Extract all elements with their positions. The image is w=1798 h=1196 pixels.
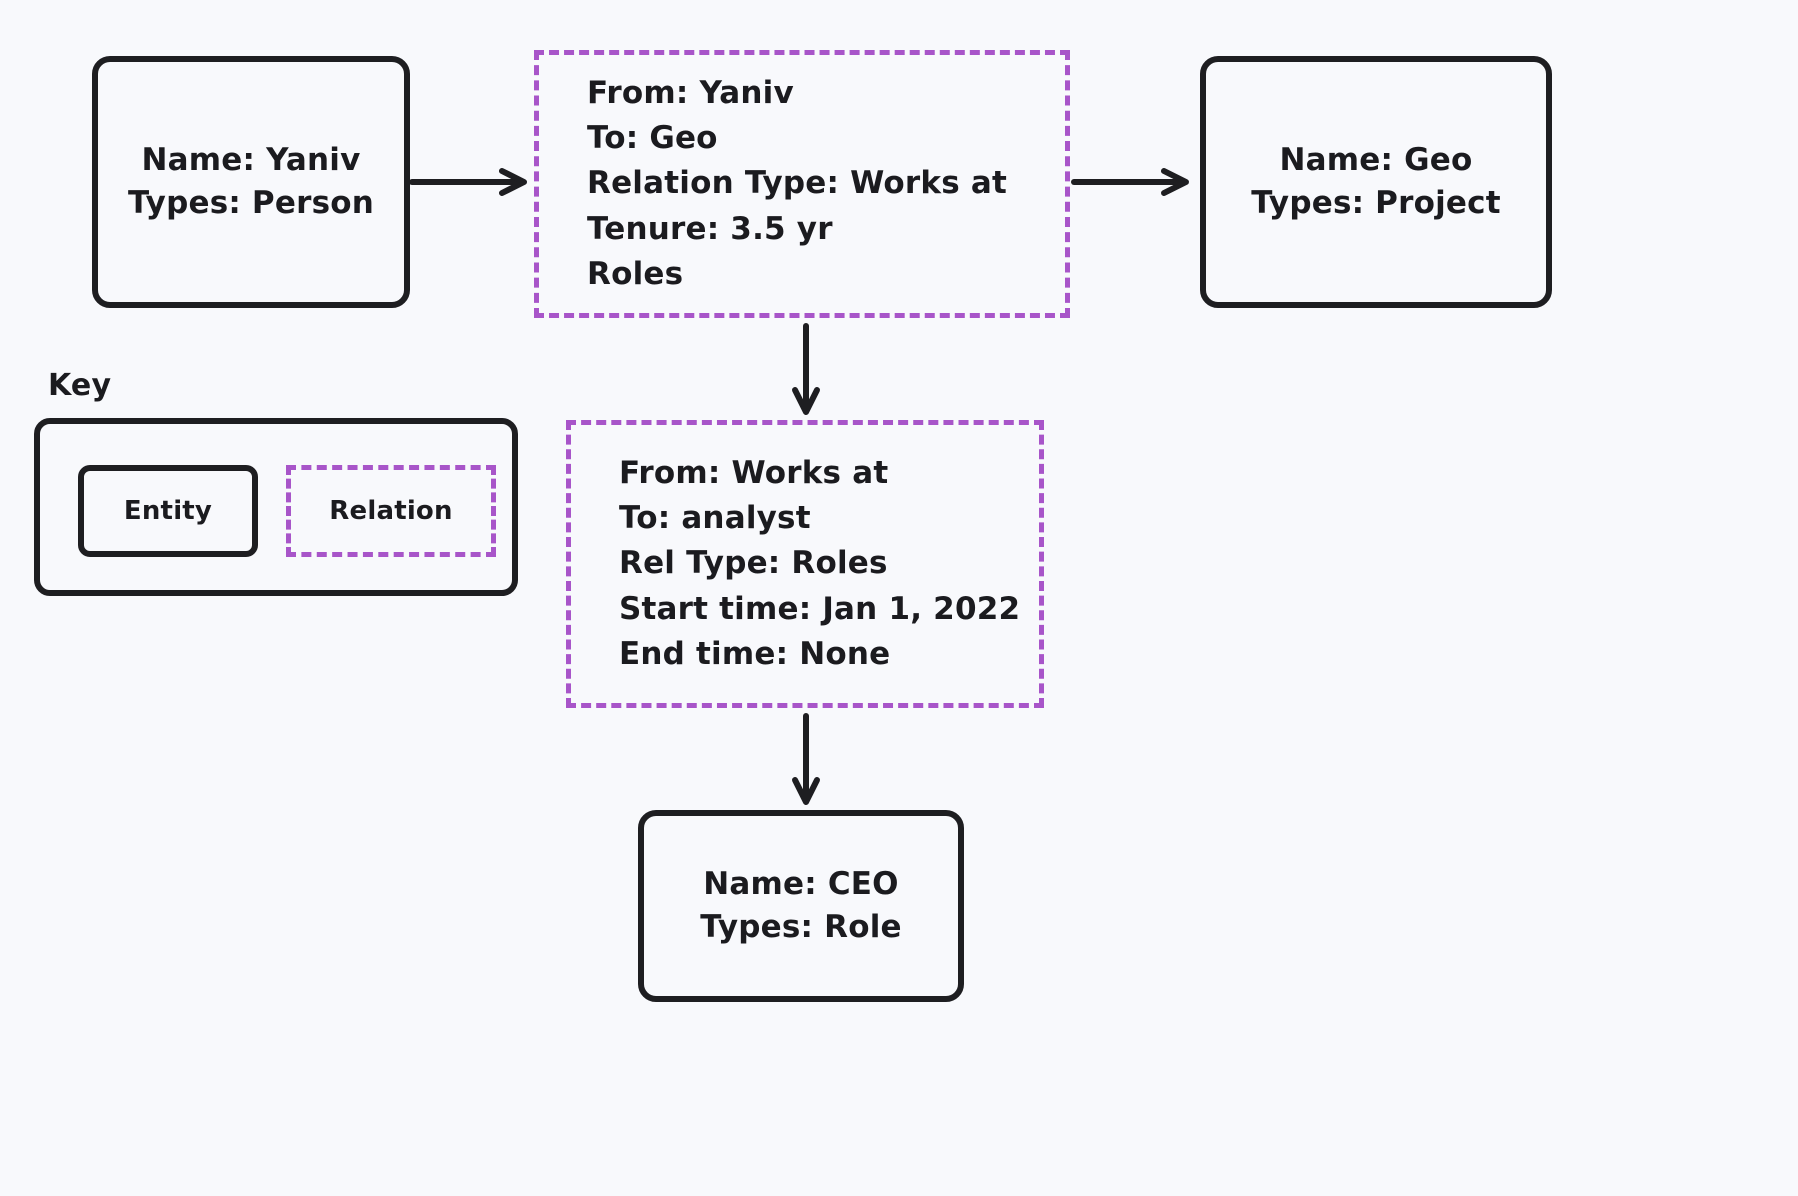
relation-works-at-roles: Roles bbox=[587, 255, 684, 292]
entity-node-yaniv[interactable]: Name: Yaniv Types: Person bbox=[92, 56, 410, 308]
entity-ceo-name: Name: CEO bbox=[703, 866, 899, 903]
key-title: Key bbox=[48, 368, 112, 403]
key-legend-box: Entity Relation bbox=[34, 418, 518, 596]
relation-works-at-to: To: Geo bbox=[587, 120, 718, 157]
relation-works-at-type: Relation Type: Works at bbox=[587, 165, 1007, 202]
entity-node-geo[interactable]: Name: Geo Types: Project bbox=[1200, 56, 1552, 308]
arrow-roles-to-ceo bbox=[790, 713, 822, 814]
entity-node-ceo[interactable]: Name: CEO Types: Role bbox=[638, 810, 964, 1002]
arrow-yaniv-to-works-at bbox=[409, 166, 538, 198]
relation-roles-start-time: Start time: Jan 1, 2022 bbox=[619, 590, 1021, 627]
entity-ceo-types: Types: Role bbox=[700, 909, 902, 945]
relation-roles-from: From: Works at bbox=[619, 454, 889, 491]
entity-yaniv-name: Name: Yaniv bbox=[141, 142, 361, 179]
relation-node-works-at[interactable]: From: Yaniv To: Geo Relation Type: Works… bbox=[534, 50, 1070, 318]
relation-roles-end-time: End time: None bbox=[619, 635, 891, 672]
entity-geo-types: Types: Project bbox=[1251, 185, 1501, 221]
key-relation-label: Relation bbox=[329, 496, 453, 526]
relation-works-at-from: From: Yaniv bbox=[587, 74, 794, 111]
relation-node-roles[interactable]: From: Works at To: analyst Rel Type: Rol… bbox=[566, 420, 1044, 708]
arrow-works-at-to-roles bbox=[790, 323, 822, 424]
relation-roles-type: Rel Type: Roles bbox=[619, 545, 888, 582]
entity-geo-name: Name: Geo bbox=[1279, 142, 1473, 179]
key-entity-label: Entity bbox=[123, 496, 213, 526]
arrow-works-at-to-geo bbox=[1071, 166, 1200, 198]
relation-works-at-tenure: Tenure: 3.5 yr bbox=[587, 210, 833, 247]
entity-yaniv-types: Types: Person bbox=[128, 185, 374, 221]
key-entity-swatch[interactable]: Entity bbox=[78, 465, 258, 557]
relation-roles-to: To: analyst bbox=[619, 500, 811, 537]
key-relation-swatch[interactable]: Relation bbox=[286, 465, 496, 557]
